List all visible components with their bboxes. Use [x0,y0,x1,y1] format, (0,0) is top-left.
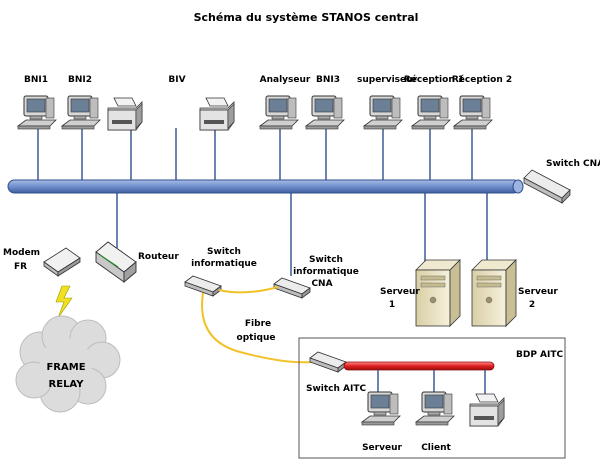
bdp-printer-icon [469,393,505,427]
label-reception-2: Réception 2 [452,74,512,85]
switch-informatique-cna-icon [273,277,311,299]
label-bdp-serveur: Serveur [362,443,402,453]
label-bni2: BNI2 [68,75,92,85]
label-superviseur: superviseur [357,75,418,85]
label-relay: RELAY [49,379,85,390]
bdp-client-workstation-icon [415,391,455,426]
label-switch-informatique-cna-3: CNA [311,279,332,289]
serveur-1-icon [415,259,461,327]
bdp-serveur-workstation-icon [361,391,401,426]
switch-cna-icon [523,169,571,204]
workstation-bni3-icon [305,95,345,130]
label-switch-cna: Switch CNA [546,159,600,169]
label-modem: Modem [3,248,40,258]
label-switch-informatique-cna-1: Switch [309,255,343,265]
workstation-reception-2-icon [453,95,493,130]
label-optique: optique [237,333,276,343]
label-switch-aitc: Switch AITC [306,384,367,394]
label-bni3: BNI3 [316,75,340,85]
fibre-link-switches [218,286,279,294]
workstation-analyseur-icon [259,95,299,130]
bdp-aitc-box [298,337,566,459]
bdp-bus [343,361,495,371]
label-switch-informatique-1: Switch [207,247,241,257]
printer-1-icon [107,97,143,131]
modem-icon [43,247,81,277]
drop-lines [37,128,473,180]
serveur-2-icon [471,259,517,327]
label-routeur: Routeur [138,252,179,262]
label-serveur-2-num: 2 [529,300,535,310]
label-serveur-1-num: 1 [389,300,395,310]
lightning-icon [55,285,73,319]
label-serveur-2: Serveur [518,287,558,297]
label-modem-fr: FR [14,262,27,272]
workstation-superviseur-icon [363,95,403,130]
label-reception-1: Réception 1 [404,74,464,85]
label-biv: BIV [168,75,185,85]
label-bdp-client: Client [421,443,451,453]
label-bni1: BNI1 [24,75,48,85]
fibre-optique-link [201,292,313,364]
workstation-bni1-icon [17,95,57,130]
printer-biv-icon [199,97,235,131]
label-analyseur: Analyseur [260,75,311,85]
label-serveur-1: Serveur [380,287,420,297]
switch-aitc-icon [309,351,347,373]
workstation-reception-1-icon [411,95,451,130]
diagram-title: Schéma du système STANOS central [194,11,419,24]
router-icon [95,241,137,283]
label-switch-informatique-2: informatique [191,259,257,269]
backbone-bus [7,179,524,194]
frame-relay-cloud-icon [15,315,121,413]
label-fibre: Fibre [245,319,271,329]
label-bdp-aitc: BDP AITC [516,350,564,360]
bdp-drop-lines [377,370,486,394]
label-frame: FRAME [46,362,85,373]
label-switch-informatique-cna-2: informatique [293,267,359,277]
workstation-bni2-icon [61,95,101,130]
